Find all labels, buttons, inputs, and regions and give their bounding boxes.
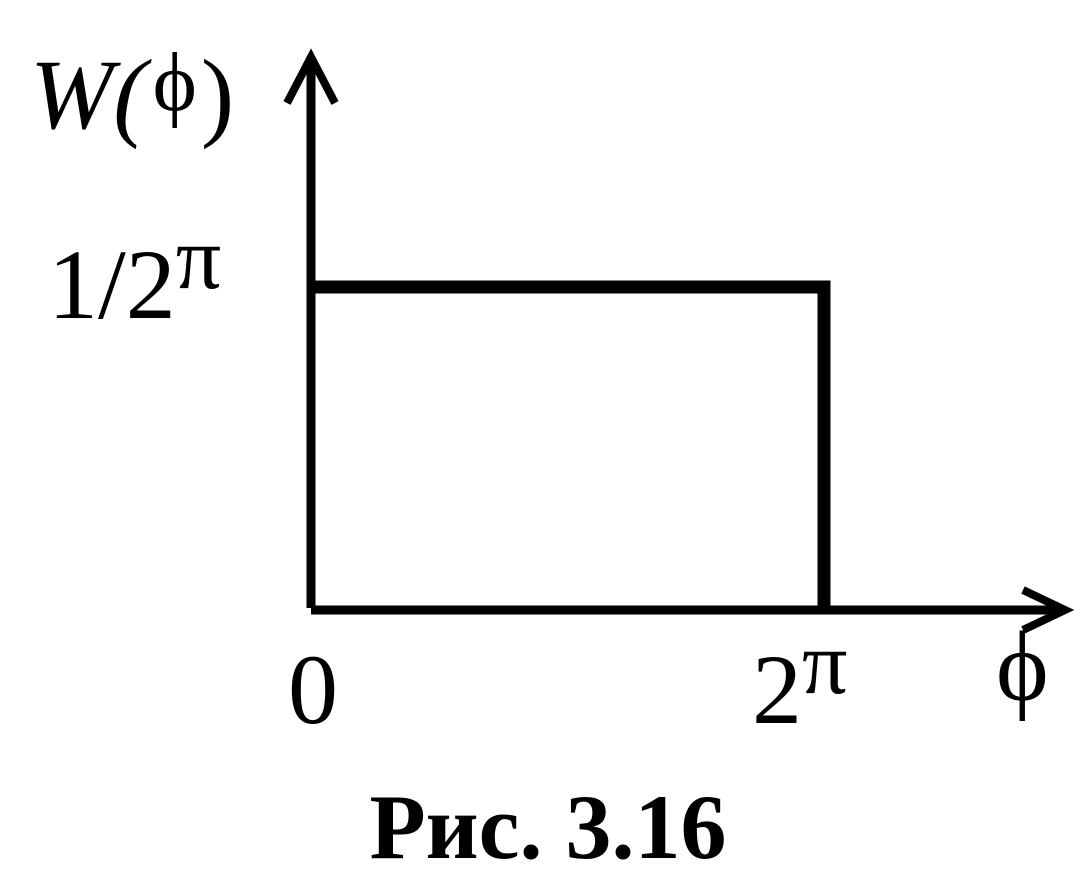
density-line (311, 280, 831, 610)
x-axis-arrow (1021, 586, 1075, 634)
x-axis-label: ϕ (996, 611, 1049, 722)
x-tick-label-two-pi: 2π (752, 614, 847, 745)
y-axis-label: W(ϕ) (30, 36, 234, 150)
y-tick-label: 1/2π (48, 209, 221, 340)
y-axis-arrow (283, 48, 339, 105)
figure-caption: Рис. 3.16 (369, 776, 726, 878)
x-tick-label-zero: 0 (288, 634, 338, 745)
